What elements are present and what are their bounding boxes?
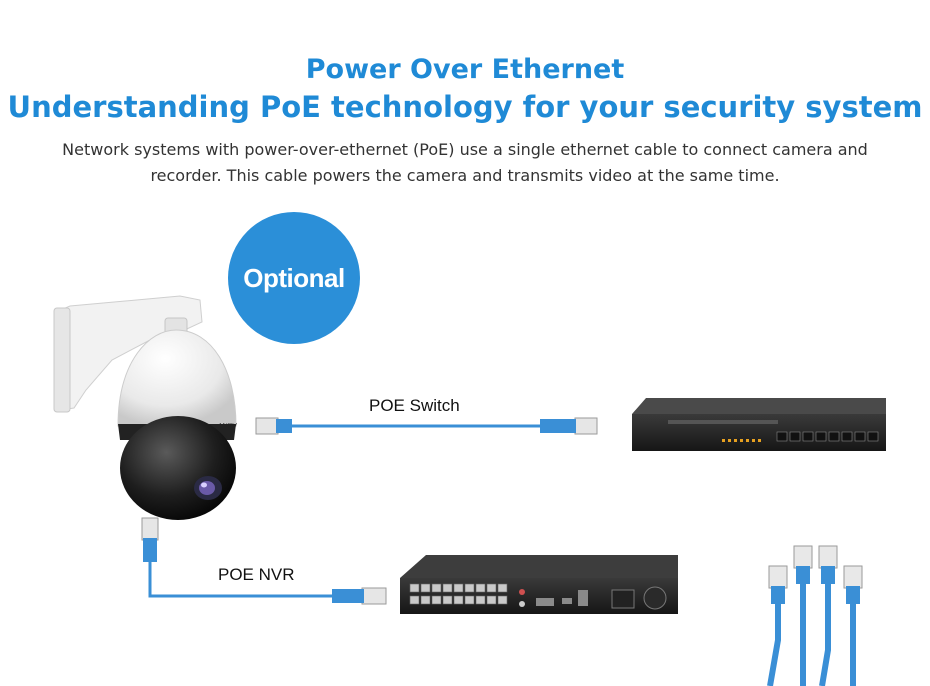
- poe-nvr-label: POE NVR: [218, 565, 295, 584]
- ethernet-cable-switch: [255, 417, 598, 435]
- ptz-camera-icon: ANPV: [53, 295, 237, 520]
- poe-nvr-icon: [400, 555, 678, 614]
- page-subtitle: Understanding PoE technology for your se…: [7, 90, 923, 124]
- poe-switch-label: POE Switch: [369, 396, 460, 415]
- description-text: Network systems with power-over-ethernet…: [62, 140, 868, 185]
- optional-badge: Optional: [228, 212, 360, 344]
- ethernet-cables-icon: [767, 545, 863, 686]
- page-title: Power Over Ethernet: [305, 54, 625, 85]
- ethernet-cable-nvr: [141, 517, 387, 605]
- poe-switch-icon: [632, 398, 886, 451]
